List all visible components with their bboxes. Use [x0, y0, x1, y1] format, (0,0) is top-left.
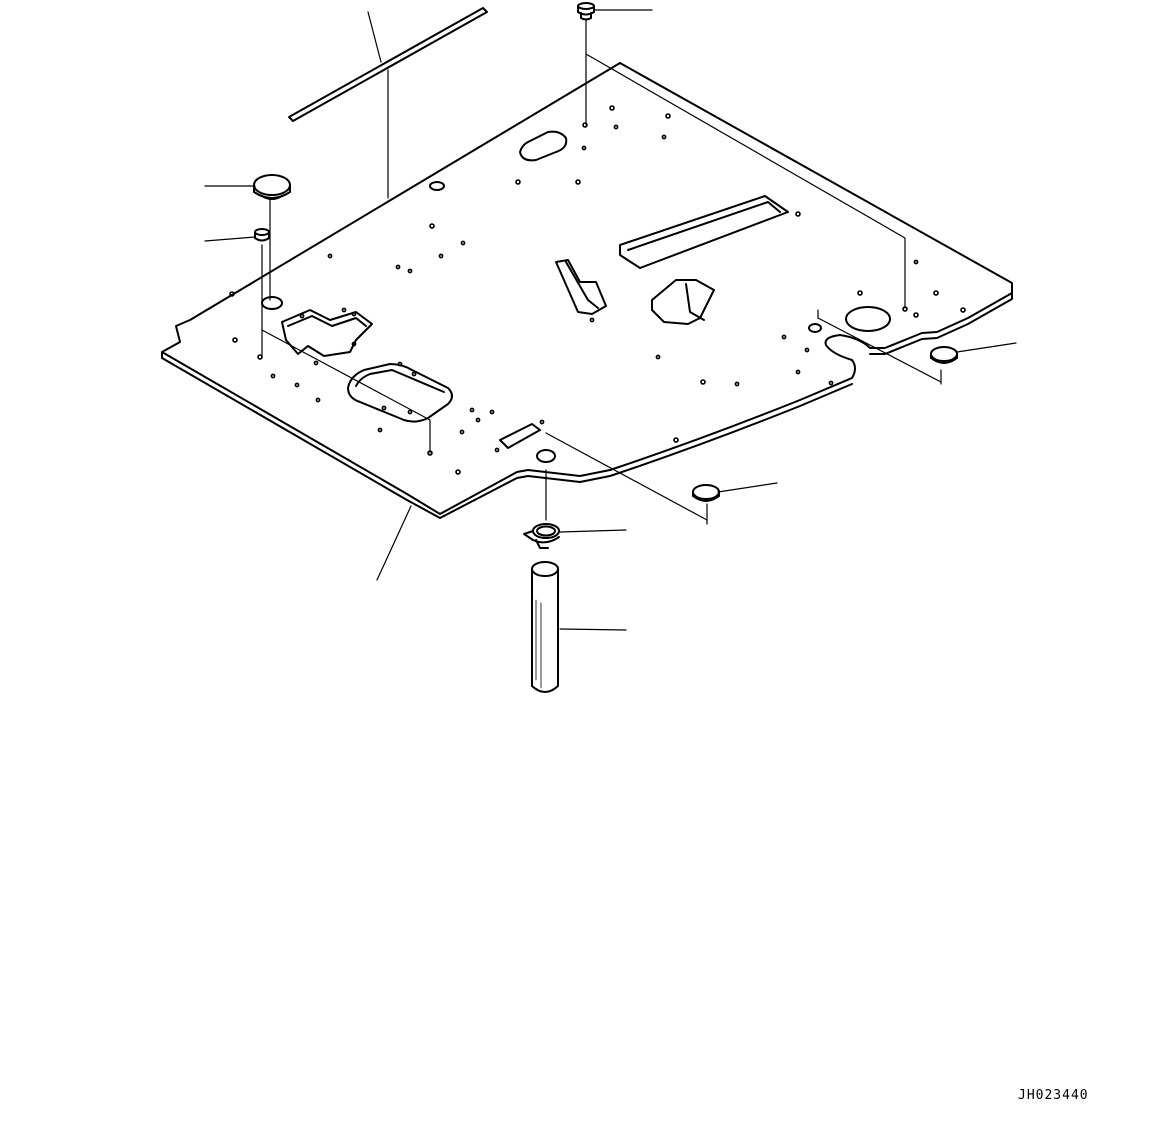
plate-bracket-right: [651, 279, 715, 325]
seal-strip: [288, 7, 488, 122]
floor-plate-outline: [161, 62, 1013, 515]
floor-plate-thickness: [161, 351, 853, 519]
drawing-code: JH023440: [1018, 1088, 1089, 1103]
clamp: [523, 523, 560, 549]
plug-right: [930, 346, 958, 364]
bolt: [577, 2, 595, 21]
plate-hole-left: [261, 296, 283, 310]
small-bolt: [254, 228, 270, 242]
floor-plate: [161, 62, 1013, 519]
plate-cutout-square: [347, 363, 453, 423]
plate-hole-large: [845, 306, 891, 332]
leader-lines: [204, 9, 1017, 631]
plate-slot-front: [499, 423, 541, 449]
plug-bottom: [692, 484, 720, 502]
plate-cutout-cross: [281, 309, 373, 357]
round-plug-large: [253, 174, 291, 200]
plate-holes: [229, 105, 966, 475]
plate-slot-rear: [519, 130, 568, 162]
plate-bracket-left: [555, 259, 607, 315]
tube: [531, 561, 559, 693]
plate-hole-front: [536, 449, 556, 463]
plate-channel: [619, 195, 789, 269]
